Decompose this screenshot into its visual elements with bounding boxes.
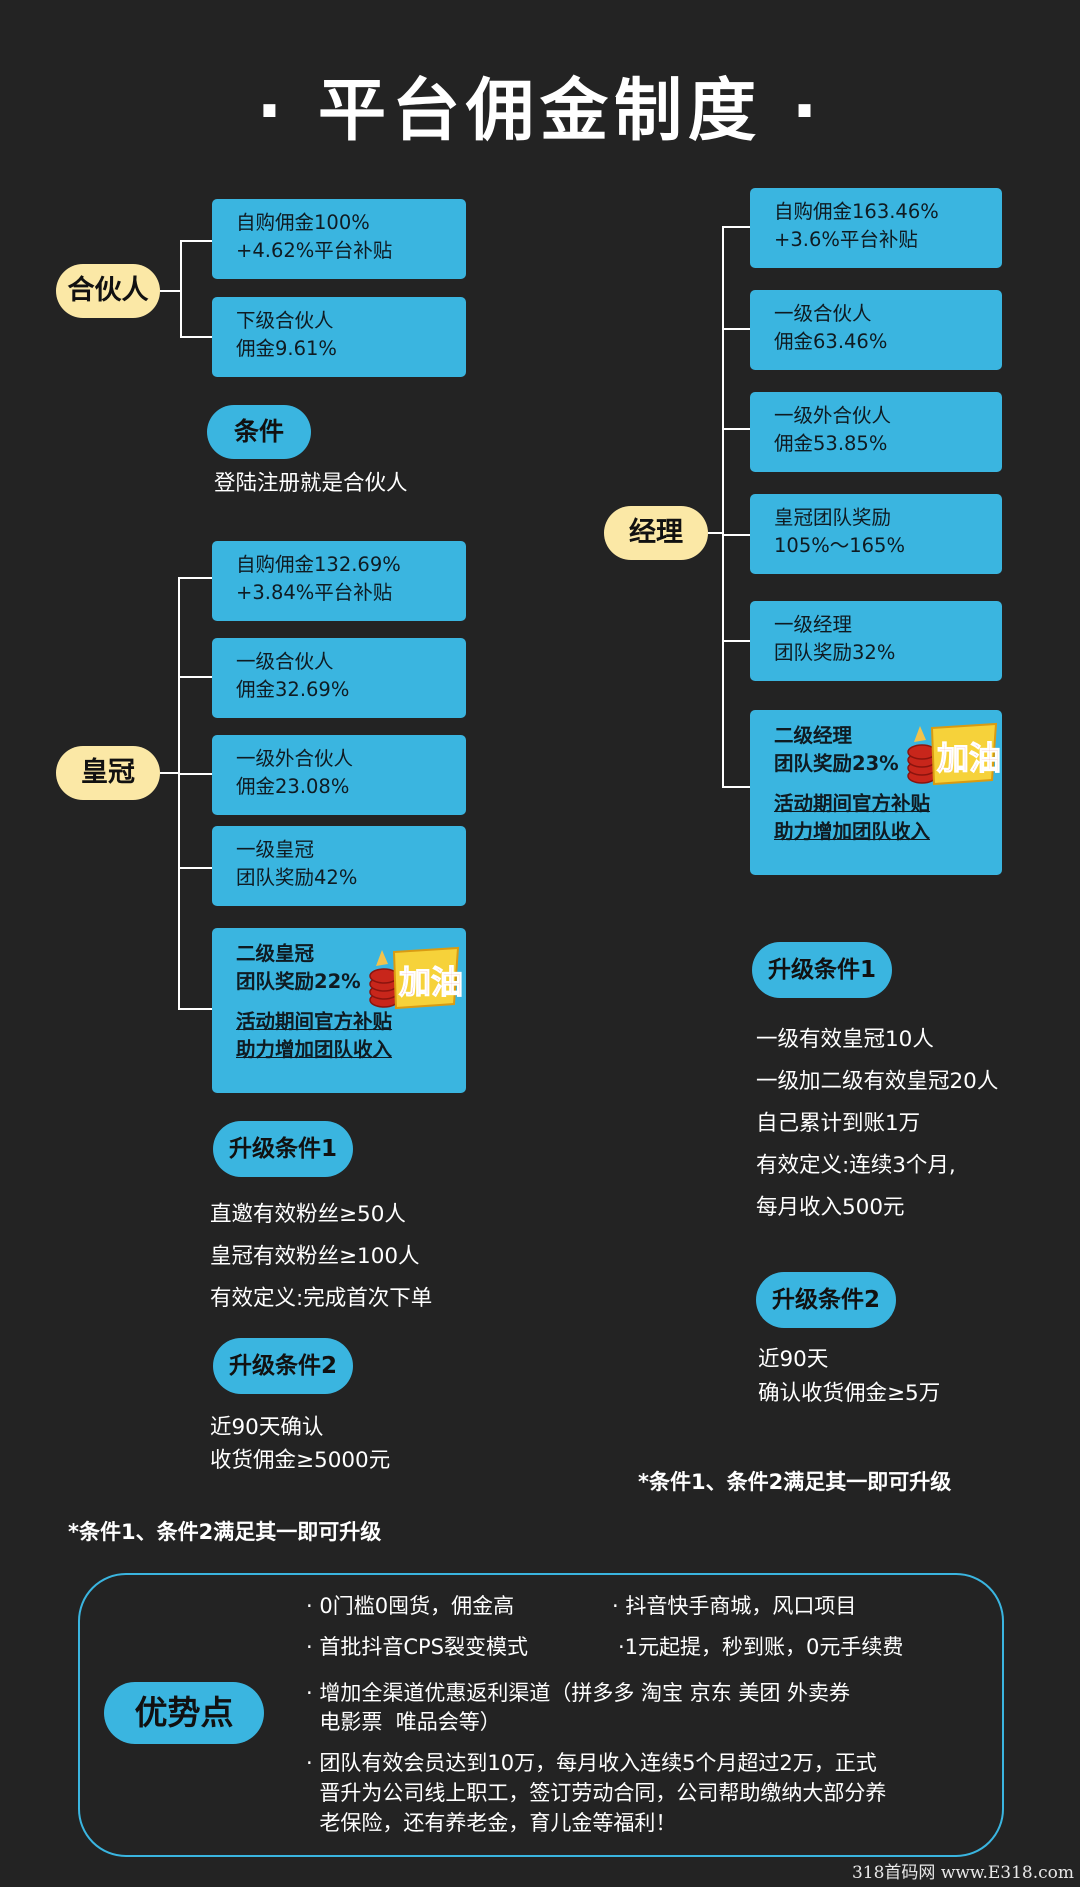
manager-up1-line-1: 一级有效皇冠10人 — [756, 1027, 934, 1052]
advantage-item: · 首批抖音CPS裂变模式 — [306, 1635, 529, 1659]
crown-box-4: 一级皇冠 团队奖励42% — [212, 826, 466, 906]
connector — [180, 240, 212, 242]
page-title: · 平台佣金制度 · — [256, 72, 824, 151]
advantage-item: · 抖音快手商城，风口项目 — [612, 1594, 857, 1618]
manager-box-3: 一级外合伙人 佣金53.85% — [750, 392, 1002, 472]
advantages-label: 优势点 — [104, 1682, 264, 1744]
connector — [178, 676, 212, 678]
crown-up1-label: 升级条件1 — [213, 1121, 353, 1177]
crown-note: *条件1、条件2满足其一即可升级 — [68, 1520, 382, 1544]
partner-condition-text: 登陆注册就是合伙人 — [214, 471, 408, 496]
partner-box-2: 下级合伙人 佣金9.61% — [212, 297, 466, 377]
advantage-item: · 增加全渠道优惠返利渠道（拼多多 淘宝 京东 美团 外卖券 — [306, 1681, 851, 1705]
connector — [722, 328, 750, 330]
manager-box-1: 自购佣金163.46% +3.6%平台补贴 — [750, 188, 1002, 268]
connector — [160, 290, 180, 292]
advantage-item: ·1元起提，秒到账，0元手续费 — [618, 1635, 904, 1659]
advantage-item: 电影票 唯品会等） — [306, 1710, 501, 1734]
manager-up1-line-2: 一级加二级有效皇冠20人 — [756, 1069, 999, 1094]
connector — [180, 336, 212, 338]
advantage-item: 晋升为公司线上职工，签订劳动合同，公司帮助缴纳大部分养 — [306, 1781, 887, 1805]
manager-box-2: 一级合伙人 佣金63.46% — [750, 290, 1002, 370]
partner-condition-label: 条件 — [207, 405, 311, 459]
crown-label: 皇冠 — [56, 746, 160, 800]
crown-box-2: 一级合伙人 佣金32.69% — [212, 638, 466, 718]
crown-box-1: 自购佣金132.69% +3.84%平台补贴 — [212, 541, 466, 621]
crown-up2-label: 升级条件2 — [213, 1338, 353, 1394]
manager-up2-label: 升级条件2 — [756, 1272, 896, 1328]
manager-label: 经理 — [604, 506, 708, 560]
crown-box-3: 一级外合伙人 佣金23.08% — [212, 735, 466, 815]
connector — [180, 240, 182, 338]
watermark: 318首码网 www.E318.com — [851, 1863, 1074, 1883]
connector — [178, 577, 212, 579]
manager-box-4: 皇冠团队奖励 105%～165% — [750, 494, 1002, 574]
manager-note: *条件1、条件2满足其一即可升级 — [638, 1470, 952, 1494]
manager-up1-line-4: 有效定义:连续3个月, — [756, 1153, 956, 1178]
crown-up2-line-2: 收货佣金≥5000元 — [210, 1448, 391, 1473]
connector — [708, 532, 724, 534]
connector — [722, 786, 750, 788]
advantage-item: · 团队有效会员达到10万，每月收入连续5个月超过2万，正式 — [306, 1751, 877, 1775]
manager-up2-line-2: 确认收货佣金≥5万 — [758, 1381, 941, 1406]
badge-text: 加油 — [399, 963, 462, 1001]
crown-up1-line-3: 有效定义:完成首次下单 — [210, 1286, 433, 1311]
manager-box-5: 一级经理 团队奖励32% — [750, 601, 1002, 681]
connector — [722, 640, 750, 642]
crown-up2-line-1: 近90天确认 — [210, 1415, 324, 1440]
manager-up1-line-5: 每月收入500元 — [756, 1195, 905, 1220]
connector — [722, 534, 750, 536]
connector — [178, 867, 212, 869]
cheer-badge-icon: 加油 — [369, 946, 462, 1010]
crown-up1-line-1: 直邀有效粉丝≥50人 — [210, 1202, 406, 1227]
advantage-item: · 0门槛0囤货，佣金高 — [306, 1594, 515, 1618]
manager-up1-line-3: 自己累计到账1万 — [756, 1111, 921, 1136]
manager-up1-label: 升级条件1 — [752, 942, 892, 998]
connector — [722, 226, 750, 228]
badge-text: 加油 — [937, 739, 1000, 777]
advantage-item: 老保险，还有养老金，育儿金等福利！ — [306, 1811, 677, 1835]
connector — [722, 428, 750, 430]
advantages-frame — [78, 1573, 1004, 1857]
connector — [178, 773, 212, 775]
connector — [178, 577, 180, 1009]
connector — [722, 226, 724, 788]
connector — [178, 1008, 212, 1010]
manager-up2-line-1: 近90天 — [758, 1347, 829, 1372]
partner-box-1: 自购佣金100% +4.62%平台补贴 — [212, 199, 466, 279]
cheer-badge-icon: 加油 — [907, 722, 1000, 786]
partner-label: 合伙人 — [56, 264, 160, 318]
connector — [160, 772, 180, 774]
crown-up1-line-2: 皇冠有效粉丝≥100人 — [210, 1244, 420, 1269]
